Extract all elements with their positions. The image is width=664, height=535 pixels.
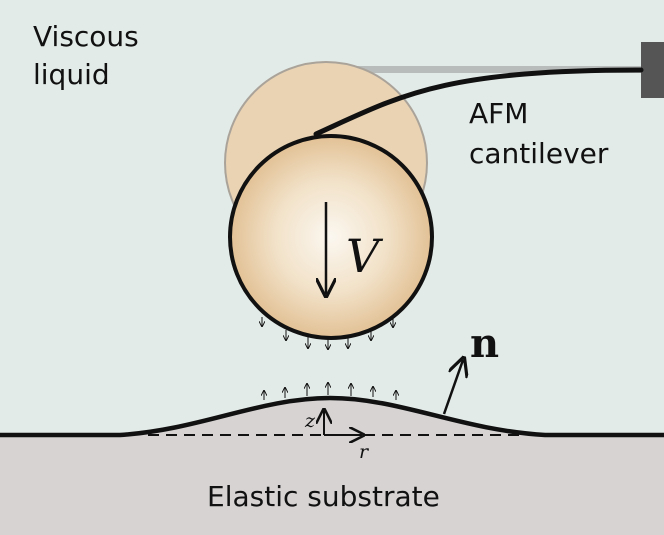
z-axis-label: z: [304, 410, 316, 432]
substrate-region: [0, 398, 664, 535]
liquid-label-line1: Viscous: [33, 20, 139, 53]
ghost-cantilever: [313, 66, 643, 73]
liquid-label-line2: liquid: [33, 58, 110, 91]
velocity-label: V: [346, 229, 384, 283]
cantilever-label-line2: cantilever: [469, 137, 609, 170]
substrate-pressure-arrows: [264, 383, 396, 400]
r-axis-label: r: [359, 441, 370, 463]
afm-cantilever: [313, 67, 644, 137]
normal-arrow: [442, 360, 463, 415]
normal-label: n: [470, 320, 499, 367]
cantilever-label-line1: AFM: [469, 97, 528, 130]
cantilever-holder: [641, 42, 664, 98]
substrate-surface: [0, 395, 664, 438]
sphere-pressure-arrows: [262, 317, 393, 349]
colloidal-sphere: [228, 134, 434, 340]
substrate-label: Elastic substrate: [207, 480, 440, 513]
